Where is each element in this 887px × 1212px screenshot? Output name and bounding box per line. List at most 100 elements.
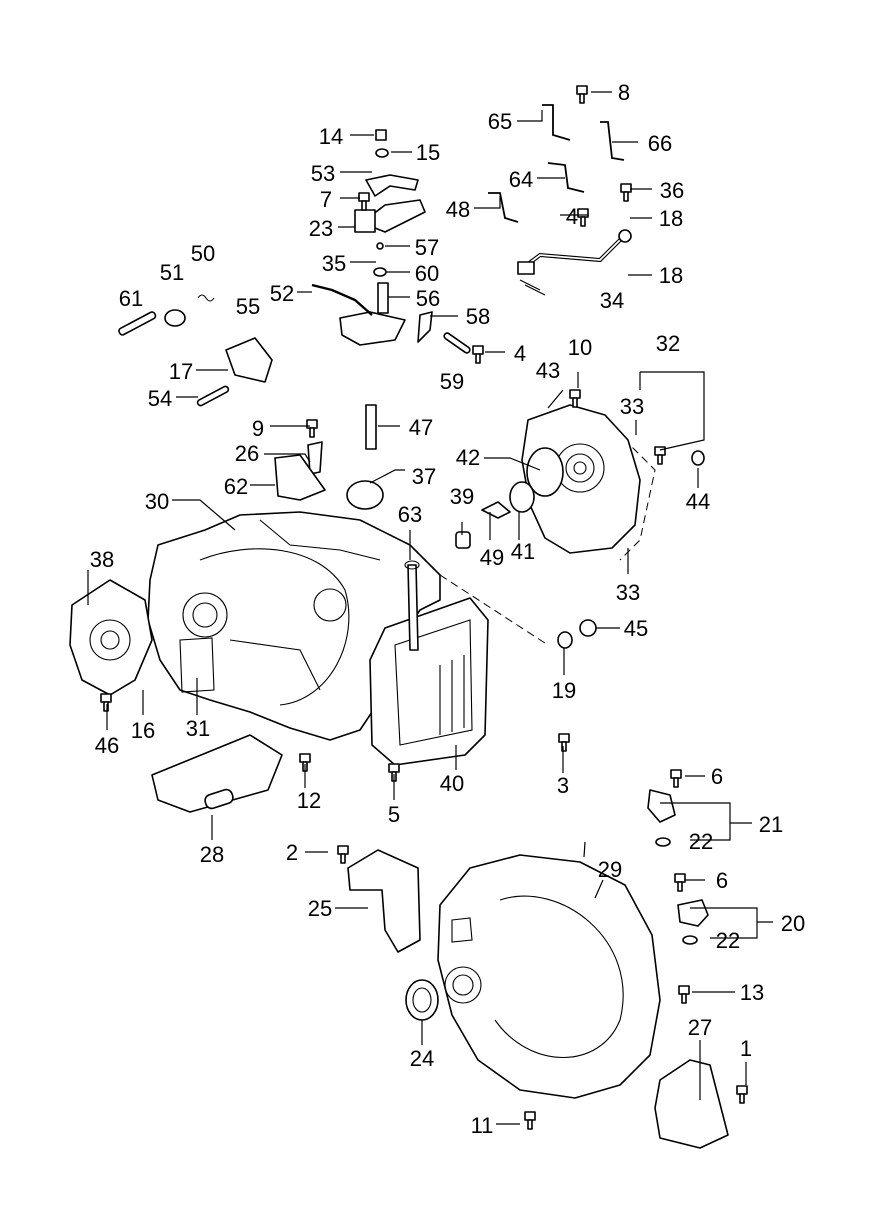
bushing: [164, 309, 186, 327]
oil-pan: [369, 597, 489, 766]
o-ring: [373, 267, 387, 277]
bolt: [674, 873, 686, 892]
callout-29: 29: [598, 857, 622, 882]
callout-51: 51: [160, 260, 184, 285]
callout-31: 31: [186, 716, 210, 741]
converter-housing: [437, 854, 661, 1099]
callout-20: 20: [781, 911, 805, 936]
callout-60: 60: [415, 261, 439, 286]
side-cover: [69, 579, 153, 696]
pin: [443, 332, 471, 354]
callout-28: 28: [200, 842, 224, 867]
clip: [481, 501, 511, 519]
bolt: [558, 733, 570, 752]
mounting-bracket: [654, 1059, 729, 1149]
spring: [197, 294, 215, 302]
seal: [691, 450, 705, 466]
detent-spring: [371, 199, 426, 233]
oil-seal: [405, 979, 439, 1021]
detent-plate: [339, 311, 406, 346]
callout-9: 9: [252, 416, 264, 441]
seal-ring: [509, 481, 535, 513]
callout-52: 52: [270, 281, 294, 306]
callout-22: 22: [689, 829, 713, 854]
callout-59: 59: [440, 369, 464, 394]
callout-62: 62: [224, 474, 248, 499]
callout-33: 33: [616, 580, 640, 605]
callout-47: 47: [409, 415, 433, 440]
accumulator-spring: [365, 404, 377, 450]
callout-41: 41: [511, 539, 535, 564]
pipe-bracket: [547, 162, 585, 193]
leader-lines: [87, 91, 773, 1125]
callout-36: 36: [660, 178, 684, 203]
callout-56: 56: [416, 286, 440, 311]
callout-25: 25: [308, 896, 332, 921]
drain-plug: [579, 619, 597, 637]
callout-66: 66: [648, 131, 672, 156]
inhibitor-switch: [354, 209, 376, 233]
callout-7: 7: [320, 187, 332, 212]
pipe-fitting: [618, 229, 632, 243]
callout-18: 18: [659, 206, 683, 231]
bolt: [358, 192, 370, 211]
washer: [376, 242, 384, 250]
dipstick-tube: [404, 560, 420, 651]
callout-21: 21: [759, 812, 783, 837]
shaft: [196, 385, 230, 407]
callout-6: 6: [716, 868, 728, 893]
o-ring: [682, 935, 698, 945]
callout-labels: 1234456678910111213141516171818192021222…: [90, 80, 805, 1138]
cap: [346, 480, 384, 510]
callout-4: 4: [514, 341, 526, 366]
callout-65: 65: [488, 109, 512, 134]
callout-13: 13: [740, 980, 764, 1005]
callout-17: 17: [169, 359, 193, 384]
callout-11: 11: [471, 1113, 494, 1138]
callout-46: 46: [95, 733, 119, 758]
bolts: [100, 85, 748, 1130]
manual-shaft: [377, 282, 389, 314]
cover-plate: [274, 454, 326, 501]
manual-lever: [365, 174, 419, 197]
sleeve: [307, 441, 323, 475]
support-bracket: [225, 337, 273, 383]
bolt: [472, 345, 484, 364]
callout-64: 64: [509, 167, 533, 192]
callout-2: 2: [286, 840, 298, 865]
speed-sensor: [677, 899, 709, 927]
bolt: [337, 845, 349, 864]
washer: [375, 148, 389, 158]
callout-43: 43: [536, 358, 560, 383]
bolt: [577, 208, 589, 227]
o-ring: [526, 447, 564, 497]
bolt: [306, 419, 318, 438]
callout-54: 54: [148, 386, 172, 411]
bolt: [654, 446, 666, 465]
bolt: [678, 985, 690, 1004]
oil-pipe: [519, 237, 623, 271]
callout-48: 48: [446, 197, 470, 222]
bearing: [455, 531, 471, 549]
bolt: [736, 1085, 748, 1104]
callout-45: 45: [624, 616, 648, 641]
pin: [118, 311, 157, 336]
pipe-fitting: [517, 261, 535, 275]
callout-55: 55: [236, 294, 260, 319]
callout-34: 34: [600, 288, 624, 313]
callout-35: 35: [322, 251, 346, 276]
callout-61: 61: [119, 286, 143, 311]
bolt: [620, 183, 632, 202]
callout-40: 40: [440, 771, 464, 796]
callout-39: 39: [450, 484, 474, 509]
bolt: [100, 693, 112, 712]
callout-30: 30: [145, 489, 169, 514]
oil-filter: [151, 734, 283, 813]
callout-44: 44: [686, 489, 710, 514]
parking-pawl: [417, 311, 433, 343]
callout-26: 26: [235, 441, 259, 466]
callout-5: 5: [388, 802, 400, 827]
callout-27: 27: [688, 1015, 712, 1040]
callout-24: 24: [410, 1046, 434, 1071]
